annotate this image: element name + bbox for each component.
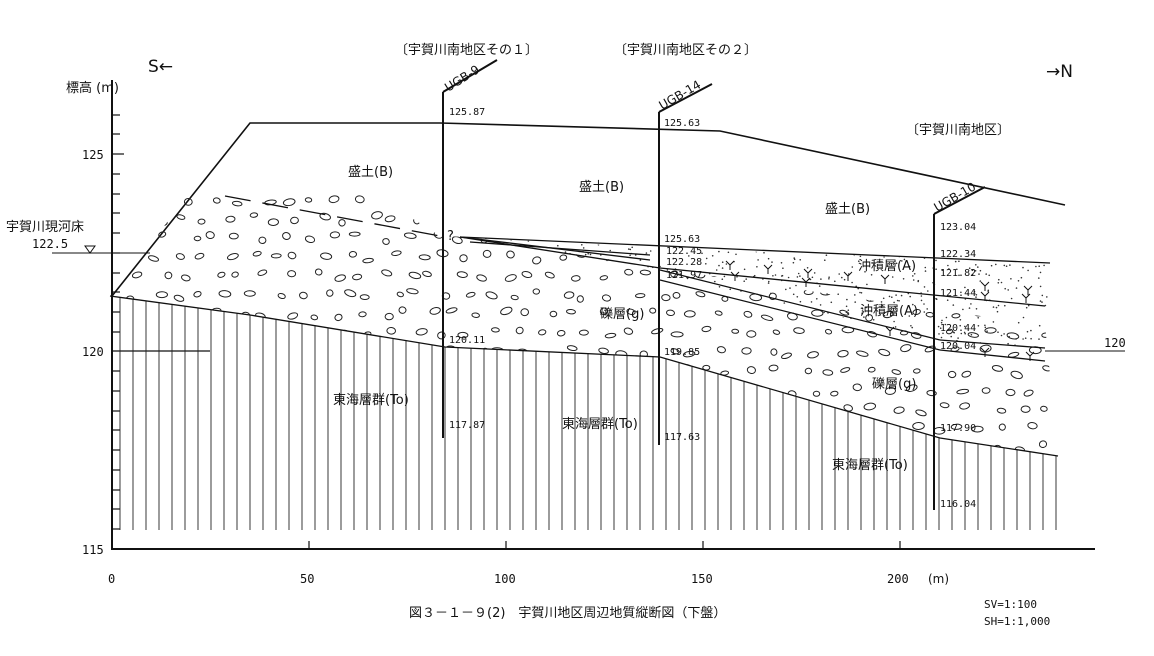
district-label-3: 〔宇賀川南地区〕	[906, 122, 1010, 138]
borehole-level: 119.85	[664, 347, 700, 358]
borehole-level: 125.63	[664, 234, 700, 245]
gravel-label-1: 礫層(g)	[600, 306, 644, 322]
horizontal-scale: SH=1:1,000	[984, 615, 1050, 628]
fill-label-2: 盛土(B)	[579, 180, 624, 195]
borehole-bottom-elev: 116.04	[940, 499, 976, 510]
borehole-top-elev: 123.04	[940, 222, 976, 233]
borehole-name: UGB-14	[657, 78, 704, 113]
vertical-scale: SV=1:100	[984, 598, 1037, 611]
north-direction: →N	[1046, 62, 1073, 82]
y-tick-125: 125	[82, 148, 104, 162]
figure-caption: 図３－１－９(2) 宇賀川地区周辺地質縦断図（下盤）	[409, 606, 726, 621]
river-bed-label: 宇賀川現河床	[6, 220, 84, 235]
borehole-bottom-elev: 117.63	[664, 432, 700, 443]
borehole-bottom-elev: 117.87	[449, 420, 485, 431]
tokai-label-2: 東海層群(To)	[562, 416, 638, 432]
alluvium-symbols	[725, 260, 1035, 361]
axes	[111, 80, 1095, 550]
south-direction: S←	[148, 57, 173, 77]
water-level-marker-icon	[84, 245, 96, 254]
borehole-ugb-9: UGB-9 125.87 120.11 117.87	[442, 59, 498, 438]
district-label-2: 〔宇賀川南地区その２〕	[614, 42, 757, 58]
district-label-1: 〔宇賀川南地区その１〕	[395, 42, 538, 58]
borehole-ugb-10: UGB-10 123.04 122.34 121.82 121.44 120.4…	[932, 180, 986, 510]
unknown-boundary-mark: ?	[447, 229, 454, 244]
borehole-top-elev: 125.87	[449, 107, 485, 118]
alluvium-label-1: 沖積層(A)	[858, 259, 916, 274]
gravel-label-2: 礫層(g)	[872, 376, 916, 392]
borehole-level: 121.44	[940, 288, 976, 299]
borehole-top-elev: 125.63	[664, 118, 700, 129]
borehole-level: 122.28	[666, 257, 702, 268]
fill-label-1: 盛土(B)	[348, 165, 393, 180]
x-tick-200: 200	[887, 572, 909, 586]
tokai-label-1: 東海層群(To)	[333, 392, 409, 408]
x-tick-50: 50	[300, 572, 314, 586]
tokai-hatching	[119, 296, 1057, 530]
borehole-level: 120.04	[940, 341, 976, 352]
alluvium-label-2: 沖積層(A)	[860, 304, 918, 319]
borehole-level: 122.45	[666, 246, 702, 257]
borehole-level: 120.11	[449, 335, 485, 346]
tokai-label-3: 東海層群(To)	[832, 457, 908, 473]
borehole-level: 120.44	[940, 323, 976, 334]
borehole-name: UGB-10	[932, 180, 979, 215]
x-tick-100: 100	[494, 572, 516, 586]
y-axis-label: 標高 (m)	[66, 80, 119, 96]
borehole-level: 121.97	[666, 270, 702, 281]
borehole-level: 122.34	[940, 249, 976, 260]
river-bed-elevation: 122.5	[32, 237, 68, 251]
x-tick-150: 150	[691, 572, 713, 586]
ground-surface-line	[111, 122, 1066, 297]
y-tick-115: 115	[82, 543, 104, 557]
x-axis-unit: (m)	[928, 572, 949, 586]
y-tick-120: 120	[82, 345, 104, 359]
borehole-name: UGB-9	[442, 62, 482, 94]
borehole-level: 121.82	[940, 268, 976, 279]
x-tick-0: 0	[108, 572, 115, 586]
river-bed: 宇賀川現河床 122.5	[6, 220, 150, 254]
borehole-ugb-14: UGB-14 125.63 125.63 122.45 122.28 121.9…	[657, 78, 713, 445]
fill-label-3: 盛土(B)	[825, 202, 870, 217]
right-elevation-120: 120	[1104, 336, 1126, 350]
borehole-level: 117.90	[940, 423, 976, 434]
